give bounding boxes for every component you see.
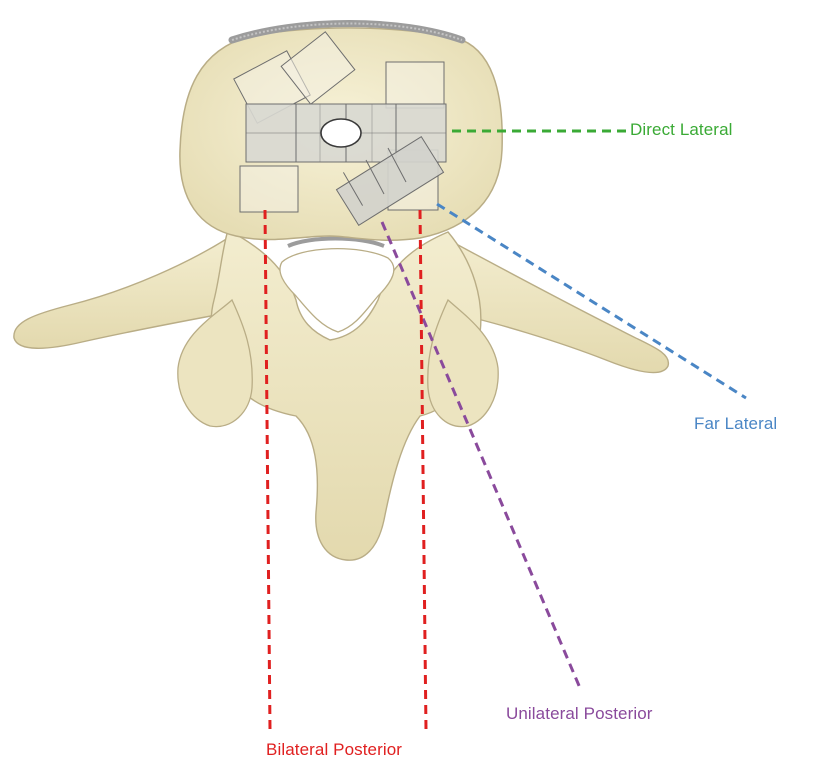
far-lateral-label: Far Lateral <box>694 414 777 434</box>
direct-lateral-label: Direct Lateral <box>630 120 733 140</box>
unilateral-posterior-label: Unilateral Posterior <box>506 704 653 724</box>
graft-window <box>321 119 361 147</box>
bilateral-posterior-label: Bilateral Posterior <box>266 740 402 760</box>
